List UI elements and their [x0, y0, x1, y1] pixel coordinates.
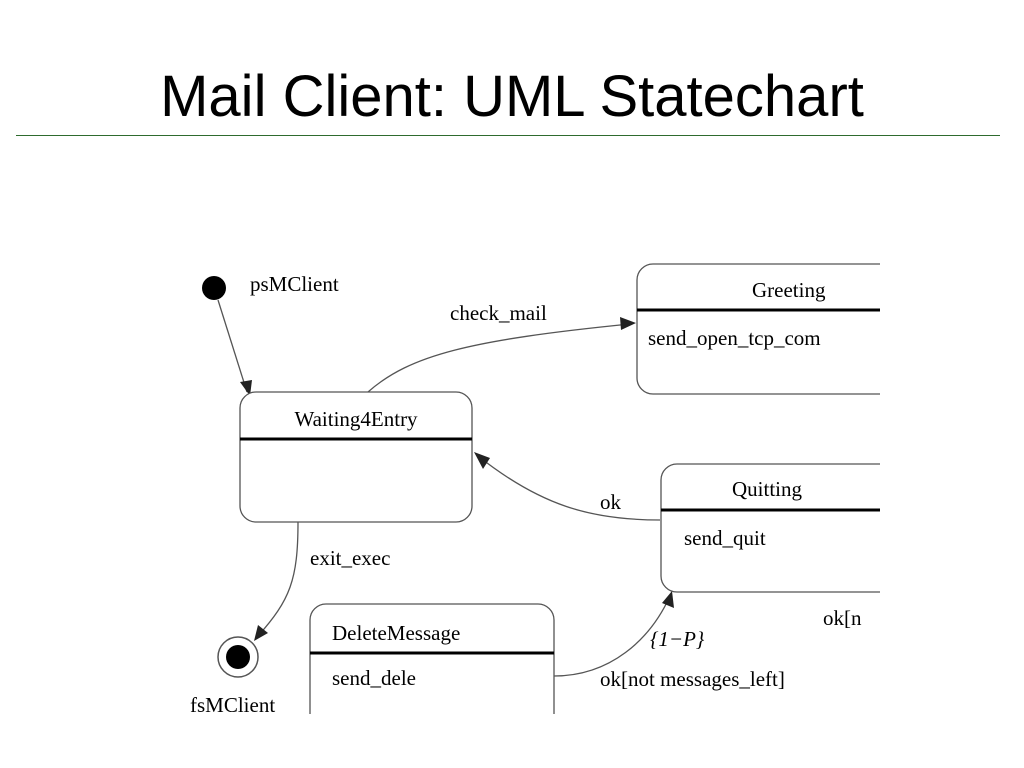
state-waiting4entry-name: Waiting4Entry — [294, 407, 418, 431]
arrowhead-delete-to-quitting — [662, 591, 674, 608]
state-quitting: Quitting send_quit — [660, 463, 880, 593]
slide-title: Mail Client: UML Statechart — [160, 64, 864, 129]
transition-exit-exec: exit_exec — [310, 546, 390, 570]
edge-check-mail — [367, 323, 631, 393]
edge-delete-to-quitting — [553, 595, 671, 677]
edge-initial-to-waiting — [217, 299, 248, 393]
state-greeting-name: Greeting — [752, 278, 826, 302]
state-greeting-action: send_open_tcp_com — [648, 326, 821, 350]
state-deletemessage-name: DeleteMessage — [332, 621, 460, 645]
final-state-label: fsMClient — [190, 693, 275, 717]
state-waiting4entry: Waiting4Entry — [239, 391, 473, 523]
state-deletemessage: DeleteMessage send_dele — [309, 603, 555, 714]
arrowhead-check-mail — [620, 317, 636, 330]
transition-ok-partial: ok[n — [823, 606, 862, 630]
initial-state-label: psMClient — [250, 272, 339, 296]
transition-ok: ok — [600, 490, 622, 514]
arrowhead-initial-to-waiting — [240, 380, 252, 396]
state-greeting: Greeting send_open_tcp_com — [636, 263, 880, 395]
final-state — [217, 636, 259, 678]
state-deletemessage-action: send_dele — [332, 666, 416, 690]
edge-exit-exec — [257, 521, 299, 637]
arrowhead-exit-exec — [254, 625, 268, 641]
initial-state — [202, 276, 226, 300]
state-quitting-name: Quitting — [732, 477, 803, 501]
arrowhead-ok — [474, 452, 490, 469]
state-quitting-action: send_quit — [684, 526, 766, 550]
transition-ok-not-messages-left: ok[not messages_left] — [600, 667, 785, 691]
title-divider — [16, 135, 1000, 136]
edge-ok — [477, 455, 661, 521]
transition-probability: {1−P} — [650, 627, 705, 651]
transition-check-mail: check_mail — [450, 301, 547, 325]
